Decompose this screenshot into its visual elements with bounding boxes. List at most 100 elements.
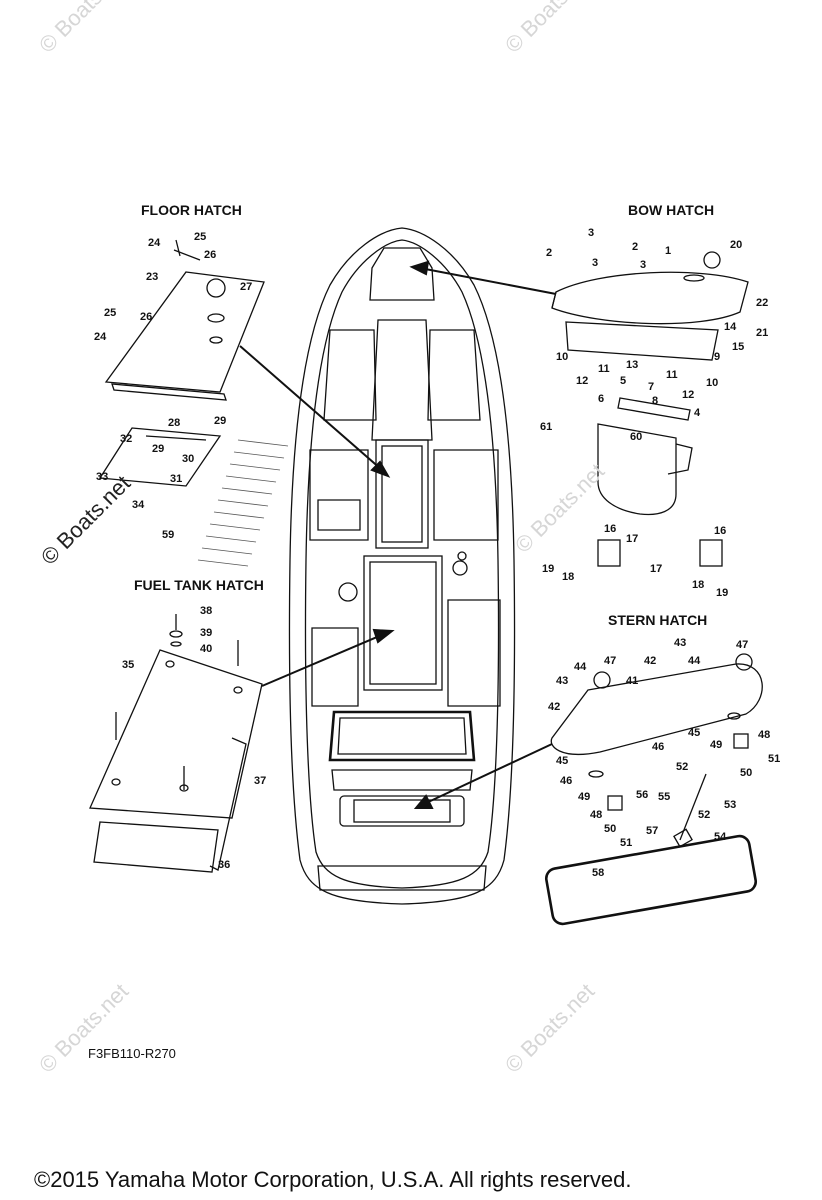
callout-11: 11 bbox=[598, 363, 610, 375]
callout-46: 46 bbox=[560, 775, 572, 787]
fuel-tank-hatch-title: FUEL TANK HATCH bbox=[134, 577, 264, 593]
callout-12: 12 bbox=[682, 389, 694, 401]
bow-storage-bin bbox=[597, 423, 677, 516]
callout-30: 30 bbox=[182, 453, 194, 465]
callout-24: 24 bbox=[94, 331, 107, 343]
callout-31: 31 bbox=[170, 473, 182, 485]
callout-11: 11 bbox=[666, 369, 678, 381]
callout-3: 3 bbox=[588, 227, 594, 239]
diagram-code: F3FB110-R270 bbox=[88, 1046, 176, 1061]
callout-50: 50 bbox=[740, 767, 752, 779]
fuel-tank-hatch-lid bbox=[89, 649, 263, 819]
callout-26: 26 bbox=[140, 311, 152, 323]
callout-2: 2 bbox=[632, 241, 638, 253]
callout-56: 56 bbox=[636, 789, 648, 801]
callout-45: 45 bbox=[688, 727, 700, 739]
callout-54: 54 bbox=[714, 831, 727, 843]
callout-43: 43 bbox=[674, 637, 686, 649]
callout-19: 19 bbox=[542, 563, 554, 575]
floor-hatch-lid bbox=[104, 271, 265, 393]
callout-47: 47 bbox=[604, 655, 616, 667]
callout-15: 15 bbox=[732, 341, 744, 353]
callout-10: 10 bbox=[556, 351, 568, 363]
callout-51: 51 bbox=[768, 753, 780, 765]
callout-13: 13 bbox=[626, 359, 638, 371]
callout-60: 60 bbox=[630, 431, 642, 443]
stern-hatch-title: STERN HATCH bbox=[608, 612, 708, 628]
callout-44: 44 bbox=[574, 661, 587, 673]
callout-1: 1 bbox=[665, 245, 671, 257]
callout-2: 2 bbox=[546, 247, 552, 259]
callout-16: 16 bbox=[604, 523, 616, 535]
callout-51: 51 bbox=[620, 837, 632, 849]
callout-45: 45 bbox=[556, 755, 568, 767]
callout-12: 12 bbox=[576, 375, 588, 387]
callout-58: 58 bbox=[592, 867, 604, 879]
callout-17: 17 bbox=[650, 563, 662, 575]
callout-37: 37 bbox=[254, 775, 266, 787]
callout-7: 7 bbox=[648, 381, 654, 393]
boat-hull bbox=[288, 227, 516, 905]
stern-hatch-seal bbox=[544, 834, 758, 926]
callout-52: 52 bbox=[676, 761, 688, 773]
callout-3: 3 bbox=[640, 259, 646, 271]
stern-hatch-opening bbox=[339, 795, 465, 827]
callout-18: 18 bbox=[562, 571, 574, 583]
callout-38: 38 bbox=[200, 605, 212, 617]
callout-21: 21 bbox=[756, 327, 768, 339]
callout-55: 55 bbox=[658, 791, 670, 803]
floor-hatch-mat bbox=[197, 439, 289, 567]
callout-24: 24 bbox=[148, 237, 161, 249]
callout-10: 10 bbox=[706, 377, 718, 389]
fuel-tank-hatch-opening bbox=[363, 555, 443, 691]
callout-35: 35 bbox=[122, 659, 134, 671]
floor-hatch-title: FLOOR HATCH bbox=[141, 202, 242, 218]
callout-40: 40 bbox=[200, 643, 212, 655]
callout-47: 47 bbox=[736, 639, 748, 651]
callout-25: 25 bbox=[104, 307, 116, 319]
callout-14: 14 bbox=[724, 321, 737, 333]
callout-59: 59 bbox=[162, 529, 174, 541]
callout-28: 28 bbox=[168, 417, 180, 429]
callout-9: 9 bbox=[714, 351, 720, 363]
callout-29: 29 bbox=[214, 415, 226, 427]
callout-26: 26 bbox=[204, 249, 216, 261]
callout-6: 6 bbox=[598, 393, 604, 405]
callout-8: 8 bbox=[652, 395, 658, 407]
callout-50: 50 bbox=[604, 823, 616, 835]
callout-49: 49 bbox=[578, 791, 590, 803]
callout-5: 5 bbox=[620, 375, 626, 387]
callout-20: 20 bbox=[730, 239, 742, 251]
callout-33: 33 bbox=[96, 471, 108, 483]
bow-hatch-title: BOW HATCH bbox=[628, 202, 715, 218]
callout-27: 27 bbox=[240, 281, 252, 293]
callout-34: 34 bbox=[132, 499, 145, 511]
bow-hatch-opening bbox=[369, 247, 435, 301]
callout-29: 29 bbox=[152, 443, 164, 455]
callout-44: 44 bbox=[688, 655, 701, 667]
callout-42: 42 bbox=[644, 655, 656, 667]
callout-57: 57 bbox=[646, 825, 658, 837]
callout-52: 52 bbox=[698, 809, 710, 821]
callout-43: 43 bbox=[556, 675, 568, 687]
callout-46: 46 bbox=[652, 741, 664, 753]
copyright-notice: ©2015 Yamaha Motor Corporation, U.S.A. A… bbox=[34, 1167, 632, 1192]
bow-hatch-lid bbox=[551, 271, 749, 325]
callout-48: 48 bbox=[758, 729, 770, 741]
callout-39: 39 bbox=[200, 627, 212, 639]
callout-4: 4 bbox=[694, 407, 701, 419]
callout-23: 23 bbox=[146, 271, 158, 283]
callout-48: 48 bbox=[590, 809, 602, 821]
callout-22: 22 bbox=[756, 297, 768, 309]
callout-19: 19 bbox=[716, 587, 728, 599]
callout-49: 49 bbox=[710, 739, 722, 751]
callout-53: 53 bbox=[724, 799, 736, 811]
callout-16: 16 bbox=[714, 525, 726, 537]
callout-41: 41 bbox=[626, 675, 638, 687]
callout-25: 25 bbox=[194, 231, 206, 243]
floor-hatch-opening bbox=[375, 439, 429, 549]
callout-36: 36 bbox=[218, 859, 230, 871]
callout-18: 18 bbox=[692, 579, 704, 591]
callout-61: 61 bbox=[540, 421, 552, 433]
callout-3: 3 bbox=[592, 257, 598, 269]
